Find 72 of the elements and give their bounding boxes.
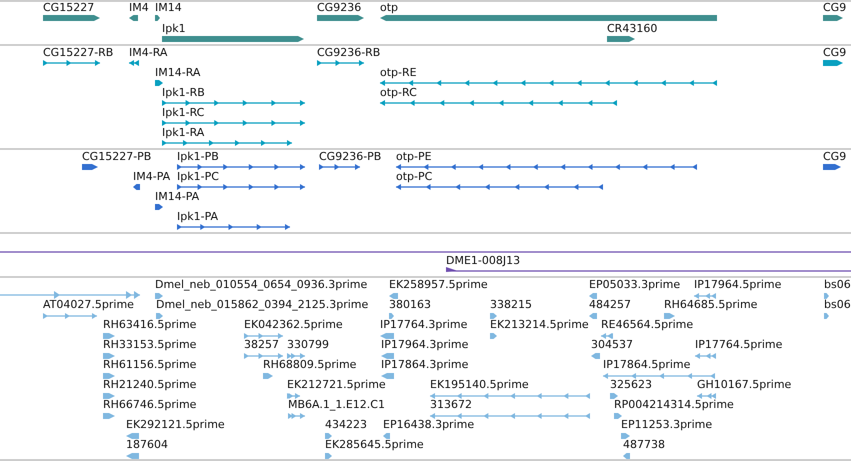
feature-label: DME1-008J13 [446, 254, 520, 267]
feature-label: CG9236-RB [317, 46, 380, 59]
feature-label: otp-PE [396, 150, 432, 163]
feature-label: GH10167.5prime [697, 378, 792, 391]
feature-label: RE46564.5prime [601, 318, 694, 331]
feature-label: RH33153.5prime [103, 338, 196, 351]
feature-label: CR43160 [607, 22, 658, 35]
feature-label: Dmel_neb_015862_0394_2125.3prime [156, 298, 368, 311]
feature-label: IP17964.3prime [381, 338, 468, 351]
feature-label: RH21240.5prime [103, 378, 196, 391]
feature-label: otp-PC [396, 170, 432, 183]
feature-label: IP17864.3prime [381, 358, 468, 371]
feature-label: Ipk1-PC [177, 170, 219, 183]
feature-label: IP17864.5prime [603, 358, 690, 371]
feature-label: Ipk1-RA [162, 126, 204, 139]
feature-label: 330799 [287, 338, 329, 351]
feature-label: Ipk1-PA [177, 210, 218, 223]
feature-label: CG15227 [43, 1, 94, 14]
feature-label: RP004214314.5prime [614, 398, 734, 411]
feature-label: CG15227-RB [43, 46, 114, 59]
feature-label: RH66746.5prime [103, 398, 196, 411]
feature-label: EK213214.5prime [490, 318, 589, 331]
feature-label: IP17964.5prime [694, 278, 782, 291]
feature-label: EK285645.5prime [325, 438, 424, 451]
feature-label: CG15227-PB [82, 150, 152, 163]
feature-label: CG9 [823, 46, 846, 59]
feature-label: otp [380, 1, 398, 14]
feature-label: bs06 [824, 298, 851, 311]
feature-label: 313672 [430, 398, 472, 411]
feature-label: IM4-RA [129, 46, 168, 59]
feature-label: CG9236-PB [319, 150, 382, 163]
feature-label: Ipk1-RC [162, 106, 204, 119]
feature-label: EK258957.5prime [389, 278, 488, 291]
feature-label: otp-RC [380, 86, 417, 99]
feature-label: IM14-PA [155, 190, 200, 203]
feature-label: Ipk1 [162, 22, 186, 35]
feature-label: EK292121.5prime [126, 418, 225, 431]
feature-label: 484257 [589, 298, 631, 311]
feature-label: IP17764.3prime [380, 318, 468, 331]
feature-label: EK195140.5prime [430, 378, 529, 391]
feature-label: EP16438.3prime [383, 418, 474, 431]
feature-label: IM14-RA [155, 66, 200, 79]
feature-label: bs06 [824, 278, 851, 291]
feature-label: 338215 [490, 298, 532, 311]
feature-label: EK212721.5prime [287, 378, 386, 391]
feature-label: otp-RE [380, 66, 417, 79]
feature-label: AT04027.5prime [43, 298, 134, 311]
feature-label: CG9236 [317, 1, 362, 14]
feature-label: IM14 [155, 1, 182, 14]
feature-label: 325623 [610, 378, 652, 391]
feature-label: IM4 [129, 1, 149, 14]
feature-label: 304537 [591, 338, 633, 351]
feature-label: EP05033.3prime [589, 278, 680, 291]
feature-label: 380163 [389, 298, 431, 311]
feature-label: 187604 [126, 438, 168, 451]
feature-label: IM4-PA [133, 170, 170, 183]
feature-label: RH64685.5prime [664, 298, 758, 311]
feature-label: Ipk1-RB [162, 86, 205, 99]
feature-label: MB6A.1_1.E12.C1 [288, 398, 385, 411]
feature-label: CG9 [823, 150, 846, 163]
feature-label: Dmel_neb_010554_0654_0936.3prime [155, 278, 368, 291]
feature-label: RH68809.5prime [263, 358, 356, 371]
feature-label: CG9 [823, 1, 846, 14]
feature-label: RH63416.5prime [103, 318, 196, 331]
feature-label: 434223 [325, 418, 367, 431]
feature-label: Ipk1-PB [177, 150, 219, 163]
feature-label: IP17764.5prime [695, 338, 782, 351]
feature-label: RH61156.5prime [103, 358, 196, 371]
feature-label: 38257 [244, 338, 279, 351]
feature-label: EP11253.3prime [621, 418, 712, 431]
feature-label: 487738 [623, 438, 665, 451]
feature-label: EK042362.5prime [244, 318, 343, 331]
